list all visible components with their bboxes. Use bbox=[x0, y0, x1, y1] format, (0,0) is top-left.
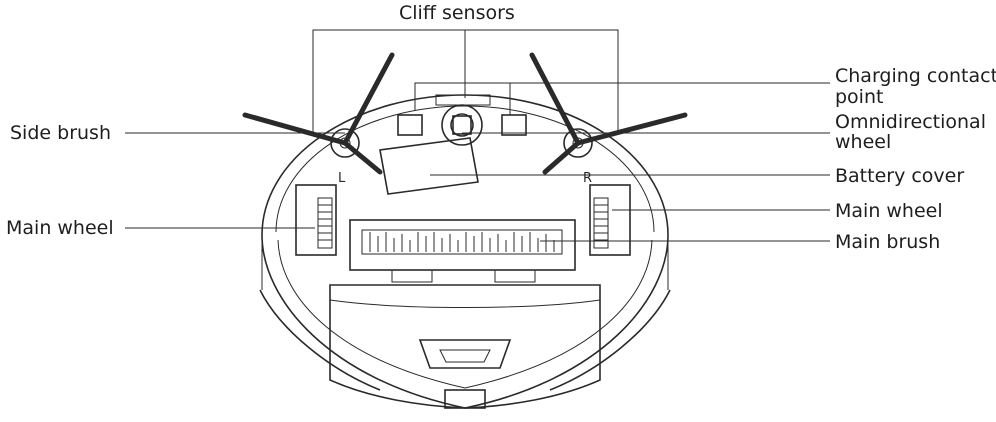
label-battery-cover: Battery cover bbox=[835, 165, 965, 187]
main-brush bbox=[349, 219, 576, 283]
side-brush-right bbox=[529, 52, 688, 175]
label-main-wheel-right: Main wheel bbox=[835, 200, 943, 222]
leader-lines bbox=[125, 29, 830, 242]
battery-cover bbox=[379, 137, 479, 195]
label-charging-contact-point-line1: Charging contact bbox=[835, 65, 996, 87]
label-charging-contact-point-line2: point bbox=[835, 86, 884, 108]
wheel-mark-left: L bbox=[338, 171, 346, 186]
main-wheel-left bbox=[295, 184, 337, 256]
side-brush-left bbox=[242, 52, 395, 175]
front-sensors bbox=[397, 94, 527, 136]
label-main-brush: Main brush bbox=[835, 231, 941, 253]
label-omnidirectional-wheel-line2: wheel bbox=[835, 131, 892, 153]
main-wheel-right bbox=[589, 184, 631, 256]
dust-bin bbox=[329, 284, 601, 409]
label-omnidirectional-wheel-line1: Omnidirectional bbox=[835, 111, 986, 133]
label-side-brush: Side brush bbox=[10, 122, 111, 144]
label-cliff-sensors: Cliff sensors bbox=[399, 2, 515, 24]
wheel-mark-right: R bbox=[583, 171, 592, 186]
label-main-wheel-left: Main wheel bbox=[6, 217, 114, 239]
